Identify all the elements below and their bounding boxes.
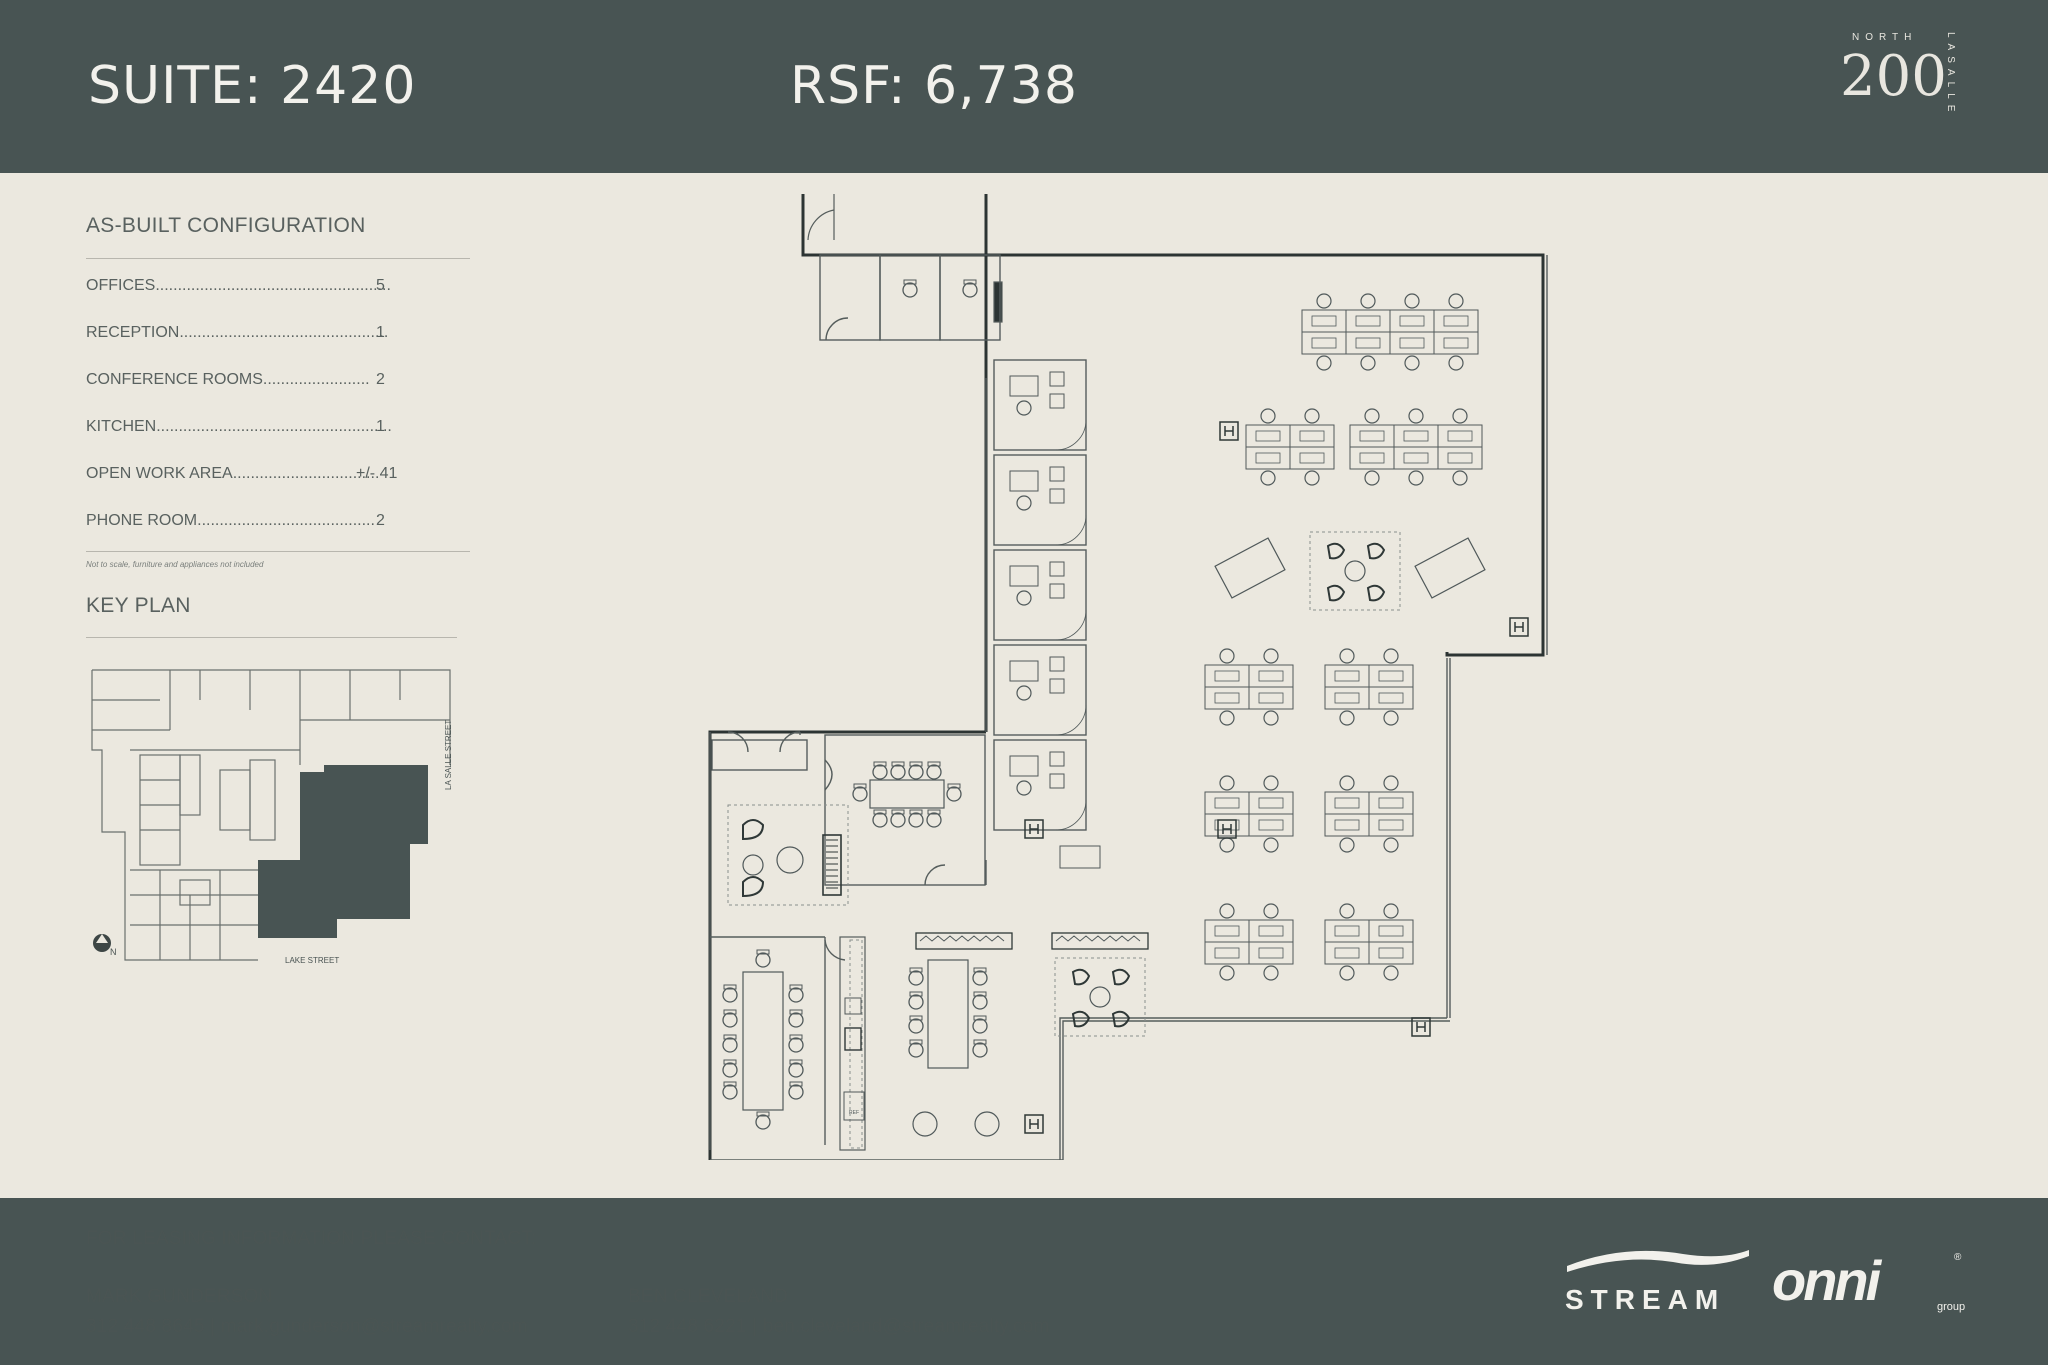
onni-registered: ® (1954, 1252, 1962, 1263)
contact-details[interactable]: 312 448 8645 | mark.gunderson@streamreal… (86, 1316, 528, 1337)
config-row: CONFERENCE ROOMS........................… (86, 371, 385, 388)
rsf-value: RSF: 6,738 (790, 56, 1078, 116)
contact-name: BEN CLEVELAND (628, 1286, 788, 1307)
scale-note: Not to scale, furniture and appliances n… (86, 560, 264, 569)
divider (86, 258, 470, 259)
contact-details[interactable]: 312 448 6221 | ben.cleveland@streamrealt… (628, 1316, 1050, 1337)
config-row: OFFICES.................................… (86, 277, 391, 294)
logo-lasalle: LASALLE (1945, 32, 1956, 118)
onni-logo: onni group ® (1772, 1248, 1972, 1318)
contact-name: MARK GUNDERSON (86, 1286, 273, 1307)
config-row: PHONE ROOM..............................… (86, 512, 385, 529)
street-la-salle: LA SALLE STREET (444, 719, 453, 790)
north-label: N (110, 947, 117, 957)
ref-label: REF (849, 1110, 859, 1116)
divider (86, 637, 457, 638)
footer-bar (0, 1198, 2048, 1365)
stream-logo: STREAM (1563, 1240, 1753, 1315)
keyplan-title: KEY PLAN (86, 594, 191, 617)
stream-wordmark: STREAM (1565, 1284, 1726, 1315)
onni-wordmark: onni (1772, 1249, 1881, 1312)
floor-plan: REF (708, 194, 1548, 1160)
config-title: AS-BUILT CONFIGURATION (86, 214, 366, 237)
header-bar: SUITE: 2420 RSF: 6,738 NORTH LASALLE 200 (0, 0, 2048, 173)
onni-group: group (1937, 1301, 1966, 1313)
divider (86, 551, 470, 552)
logo-north: NORTH (1852, 32, 1918, 43)
key-plan-map (91, 669, 451, 961)
config-row: OPEN WORK AREA..........................… (86, 465, 398, 482)
suite-number: SUITE: 2420 (88, 56, 417, 116)
config-row: KITCHEN.................................… (86, 418, 392, 435)
street-lake: LAKE STREET (285, 956, 340, 965)
config-row: RECEPTION...............................… (86, 324, 389, 341)
logo-numbers: 200 (1840, 44, 1947, 109)
leasing-heading: FOR LEASING INFORMATION PLEASE CONTACT: (86, 1228, 537, 1249)
building-logo: NORTH LASALLE 200 (1830, 22, 1970, 132)
